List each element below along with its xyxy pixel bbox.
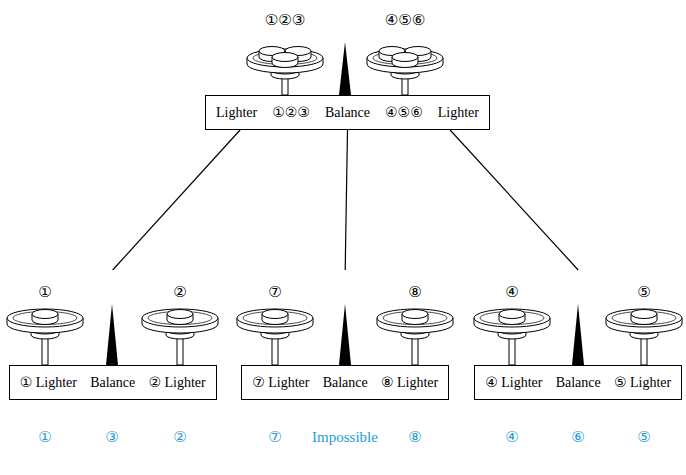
branch-line: [113, 130, 240, 270]
coin: [392, 53, 418, 68]
coin: [272, 53, 298, 68]
result-box: ⑦ Lighter Balance ⑧ Lighter: [241, 365, 449, 400]
coin: [32, 310, 58, 325]
result-text: ④⑤⑥: [385, 105, 423, 120]
result-coin: ②: [173, 429, 186, 446]
coin-number: ④: [505, 284, 518, 301]
result-coin: ⑤: [637, 429, 650, 446]
result-box: ① Lighter Balance ② Lighter: [9, 365, 217, 400]
coin-number: ⑦: [268, 284, 281, 301]
result-coin: ⑧: [408, 429, 421, 446]
coin-number: ⑧: [408, 284, 421, 301]
pivot-pointer: [572, 304, 584, 365]
pivot-pointer: [339, 42, 351, 95]
coin-number: ①: [38, 284, 51, 301]
pivot-pointer: [339, 304, 351, 365]
scale-pan: [474, 309, 550, 339]
scale-pan: [377, 309, 453, 339]
pivot-pointer: [106, 304, 118, 365]
top-scale: [247, 42, 443, 95]
scale-pan: [7, 309, 83, 339]
result-text: ② Lighter: [148, 375, 205, 390]
result-text: ⑧ Lighter: [381, 375, 438, 390]
result-coin: ⑥: [571, 429, 584, 446]
lower-scale: [7, 304, 218, 365]
weighing-node: Lighter ①②③ Balance ④⑤⑥ Lighter: [205, 34, 490, 130]
branch-line: [450, 130, 578, 270]
coin: [631, 310, 657, 325]
result-text: Balance: [556, 375, 601, 390]
lower-scale: [474, 304, 682, 365]
coin-number: ⑤: [637, 284, 650, 301]
result-text: Balance: [323, 375, 368, 390]
scale-pan: [606, 309, 682, 339]
coin: [402, 310, 428, 325]
coin: [262, 310, 288, 325]
result-text: ① Lighter: [20, 375, 77, 390]
result-text: ④ Lighter: [485, 375, 542, 390]
result-coin: ①: [38, 429, 51, 446]
scale-pan: [367, 49, 443, 79]
result-coin: Impossible: [312, 429, 378, 446]
coin: [167, 310, 193, 325]
result-text: ⑦ Lighter: [252, 375, 309, 390]
result-coin: ④: [505, 429, 518, 446]
coin: [499, 310, 525, 325]
result-text: Balance: [325, 105, 370, 120]
coin-number: ①②③: [265, 12, 305, 29]
result-coin: ⑦: [268, 429, 281, 446]
scale-pan: [247, 49, 323, 79]
result-box: ④ Lighter Balance ⑤ Lighter: [474, 365, 682, 400]
result-text: Balance: [90, 375, 135, 390]
coin-number: ②: [173, 284, 186, 301]
coin-number: ④⑤⑥: [385, 12, 425, 29]
result-box: Lighter ①②③ Balance ④⑤⑥ Lighter: [205, 95, 490, 130]
scale-pan: [142, 309, 218, 339]
lower-scale: [237, 304, 453, 365]
scale-pan: [237, 309, 313, 339]
result-text: Lighter: [438, 105, 479, 120]
result-text: Lighter: [216, 105, 257, 120]
result-coin: ③: [105, 429, 118, 446]
result-text: ⑤ Lighter: [614, 375, 671, 390]
result-text: ①②③: [272, 105, 310, 120]
branch-line: [345, 130, 347, 270]
